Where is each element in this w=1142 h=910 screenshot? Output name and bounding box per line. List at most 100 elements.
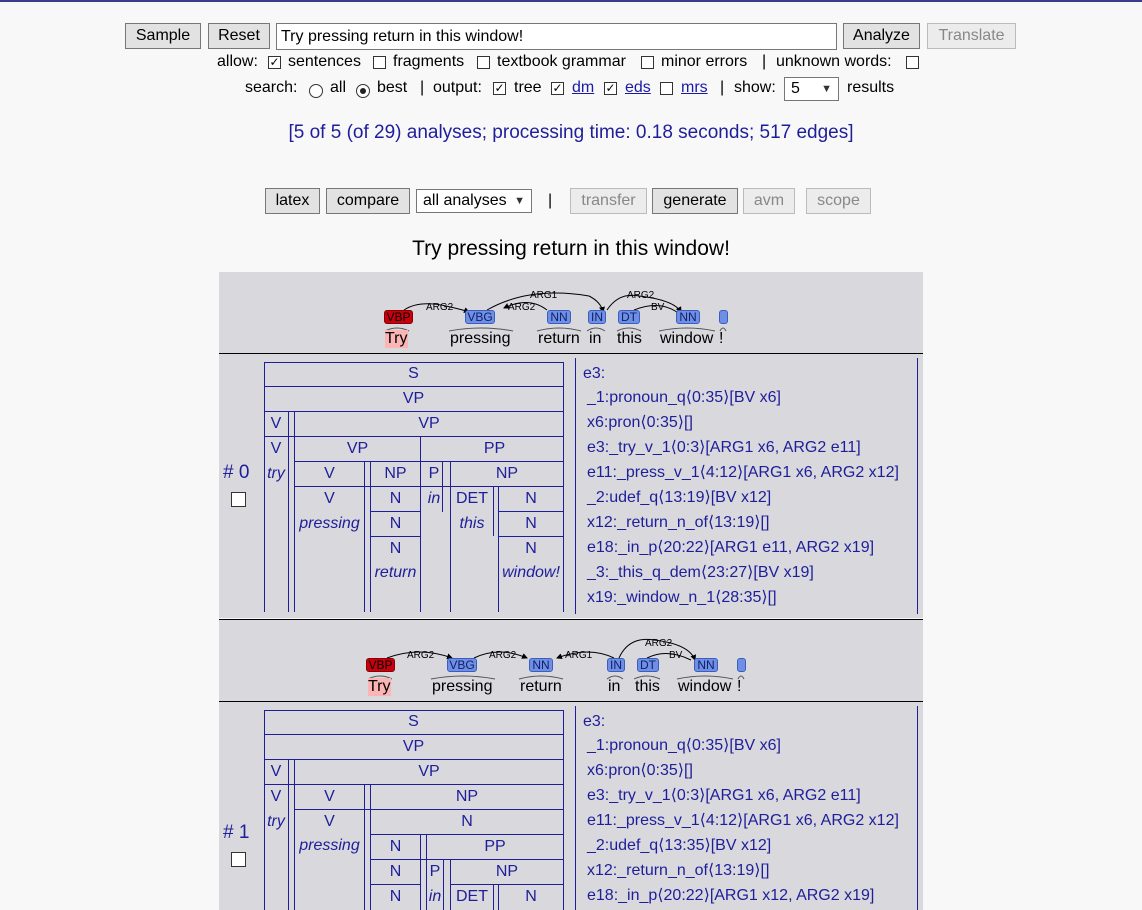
pos-tag: VBG (465, 310, 495, 324)
mrs-line: x12:_return_n_of⟨13:19⟩[] (587, 862, 770, 879)
tree-checkbox[interactable]: ✓ (493, 81, 506, 95)
tree-node: S (408, 713, 419, 730)
results-label: results (847, 79, 895, 96)
show-label: show: (734, 79, 776, 96)
sentence-title: Try pressing return in this window! (412, 237, 730, 260)
scope-button[interactable]: scope (806, 188, 871, 214)
pos-tag (719, 310, 728, 324)
dm-link[interactable]: dm (572, 79, 595, 96)
search-all-radio[interactable] (309, 84, 323, 98)
tree-node: VP (418, 415, 440, 432)
pos-tag: NN (547, 310, 571, 324)
analysis-panel-0: # 0 S VP V VP V VP PP try V NP P NP V N … (219, 354, 923, 618)
mrs-line: x6:pron⟨0:35⟩[] (587, 414, 693, 431)
sample-button[interactable]: Sample (125, 23, 201, 49)
analyses-filter-value: all analyses (423, 192, 507, 209)
mrs-line: e3:_try_v_1⟨0:3⟩[ARG1 x6, ARG2 e11] (587, 787, 861, 804)
tree-node: P (428, 465, 440, 482)
pos-tag: NN (529, 658, 553, 672)
tree-node: V (324, 788, 335, 805)
pos-tag: DT (637, 658, 659, 672)
transfer-button[interactable]: transfer (570, 188, 647, 214)
generate-button[interactable]: generate (652, 188, 738, 214)
latex-button[interactable]: latex (265, 188, 320, 214)
minor-errors-checkbox[interactable] (641, 56, 654, 69)
show-count-select[interactable]: 5 ▼ (784, 77, 839, 101)
syntax-tree: S VP V VP V V NP try V N pressing N PP N… (264, 710, 564, 910)
analyses-filter-select[interactable]: all analyses ▼ (416, 189, 532, 213)
translate-button[interactable]: Translate (927, 23, 1016, 49)
pos-tag: NN (694, 658, 718, 672)
sentences-label: sentences (288, 53, 361, 70)
mrs-line: _3:_this_q_dem⟨23:27⟩[BV x19] (587, 564, 814, 581)
tree-node: V (270, 415, 282, 432)
mrs-line: x12:_return_n_of⟨13:19⟩[] (587, 514, 770, 531)
arc-label: BV (651, 302, 665, 313)
tree-node: NP (455, 788, 479, 805)
pos-tag: DT (618, 310, 640, 324)
tree-node: V (270, 440, 282, 457)
textbook-grammar-checkbox[interactable] (477, 56, 490, 69)
eds-link[interactable]: eds (625, 79, 651, 96)
analysis-select-checkbox[interactable] (231, 852, 246, 867)
eds-checkbox[interactable]: ✓ (604, 81, 617, 95)
syntax-tree: S VP V VP V VP PP try V NP P NP V N in D… (264, 362, 564, 612)
analysis-summary: [5 of 5 (of 29) analyses; processing tim… (288, 122, 854, 143)
mrs-line: _1:pronoun_q⟨0:35⟩[BV x6] (587, 389, 781, 406)
pos-tag: IN (588, 310, 606, 324)
search-all-label: all (330, 79, 347, 96)
sentence-input[interactable]: Try pressing return in this window! (276, 23, 837, 50)
tree-node: VP (402, 390, 425, 407)
analyze-button[interactable]: Analyze (843, 23, 920, 49)
token: window (678, 678, 732, 695)
reset-button[interactable]: Reset (208, 23, 270, 49)
unknown-words-checkbox[interactable] (906, 56, 919, 69)
mrs-line: e18:_in_p⟨20:22⟩[ARG1 x12, ARG2 x19] (587, 887, 875, 904)
tree-node: N (389, 863, 402, 880)
search-separator: | (420, 79, 425, 96)
search-best-radio[interactable] (356, 84, 370, 98)
token: window (660, 330, 714, 347)
analysis-select-checkbox[interactable] (231, 492, 246, 507)
tree-node: V (324, 490, 335, 507)
tree-leaf: pressing (299, 515, 360, 532)
mrs-checkbox[interactable] (660, 82, 673, 95)
tree-node: VP (346, 440, 369, 457)
avm-button[interactable]: avm (743, 188, 795, 214)
fragments-checkbox[interactable] (373, 56, 386, 69)
allow-separator: | (762, 53, 767, 70)
dm-checkbox[interactable]: ✓ (551, 81, 564, 95)
search-best-label: best (377, 79, 408, 96)
tree-leaf: window! (502, 564, 560, 581)
token: in (608, 678, 621, 695)
tree-node: VP (418, 763, 440, 780)
sentences-checkbox[interactable]: ✓ (268, 55, 281, 69)
tree-leaf: in (428, 888, 442, 905)
mrs-line: _2:udef_q⟨13:19⟩[BV x12] (587, 489, 772, 506)
chevron-down-icon: ▼ (514, 195, 525, 207)
fragments-label: fragments (393, 53, 465, 70)
action-separator: | (548, 192, 553, 209)
token: in (589, 330, 602, 347)
arc-label: BV (669, 650, 683, 661)
tree-leaf: this (459, 515, 485, 532)
search-label: search: (245, 79, 298, 96)
tree-leaf: try (267, 813, 285, 830)
compare-button[interactable]: compare (326, 188, 410, 214)
tree-node: V (270, 788, 282, 805)
arc-label: ARG1 (565, 650, 593, 661)
tree-node: N (389, 515, 402, 532)
arc-label: ARG2 (645, 638, 673, 649)
arc-label: ARG2 (426, 302, 454, 313)
tree-node: S (408, 365, 419, 382)
token: pressing (450, 330, 511, 347)
token: this (635, 678, 660, 695)
token: return (520, 678, 562, 695)
tree-node: V (324, 465, 335, 482)
token: ! (737, 678, 742, 695)
tree-node: N (525, 540, 537, 557)
analysis-number: # 0 (223, 462, 250, 483)
mrs-link[interactable]: mrs (681, 79, 708, 96)
tree-node: PP (483, 440, 506, 457)
unknown-words-label: unknown words: (776, 53, 892, 70)
